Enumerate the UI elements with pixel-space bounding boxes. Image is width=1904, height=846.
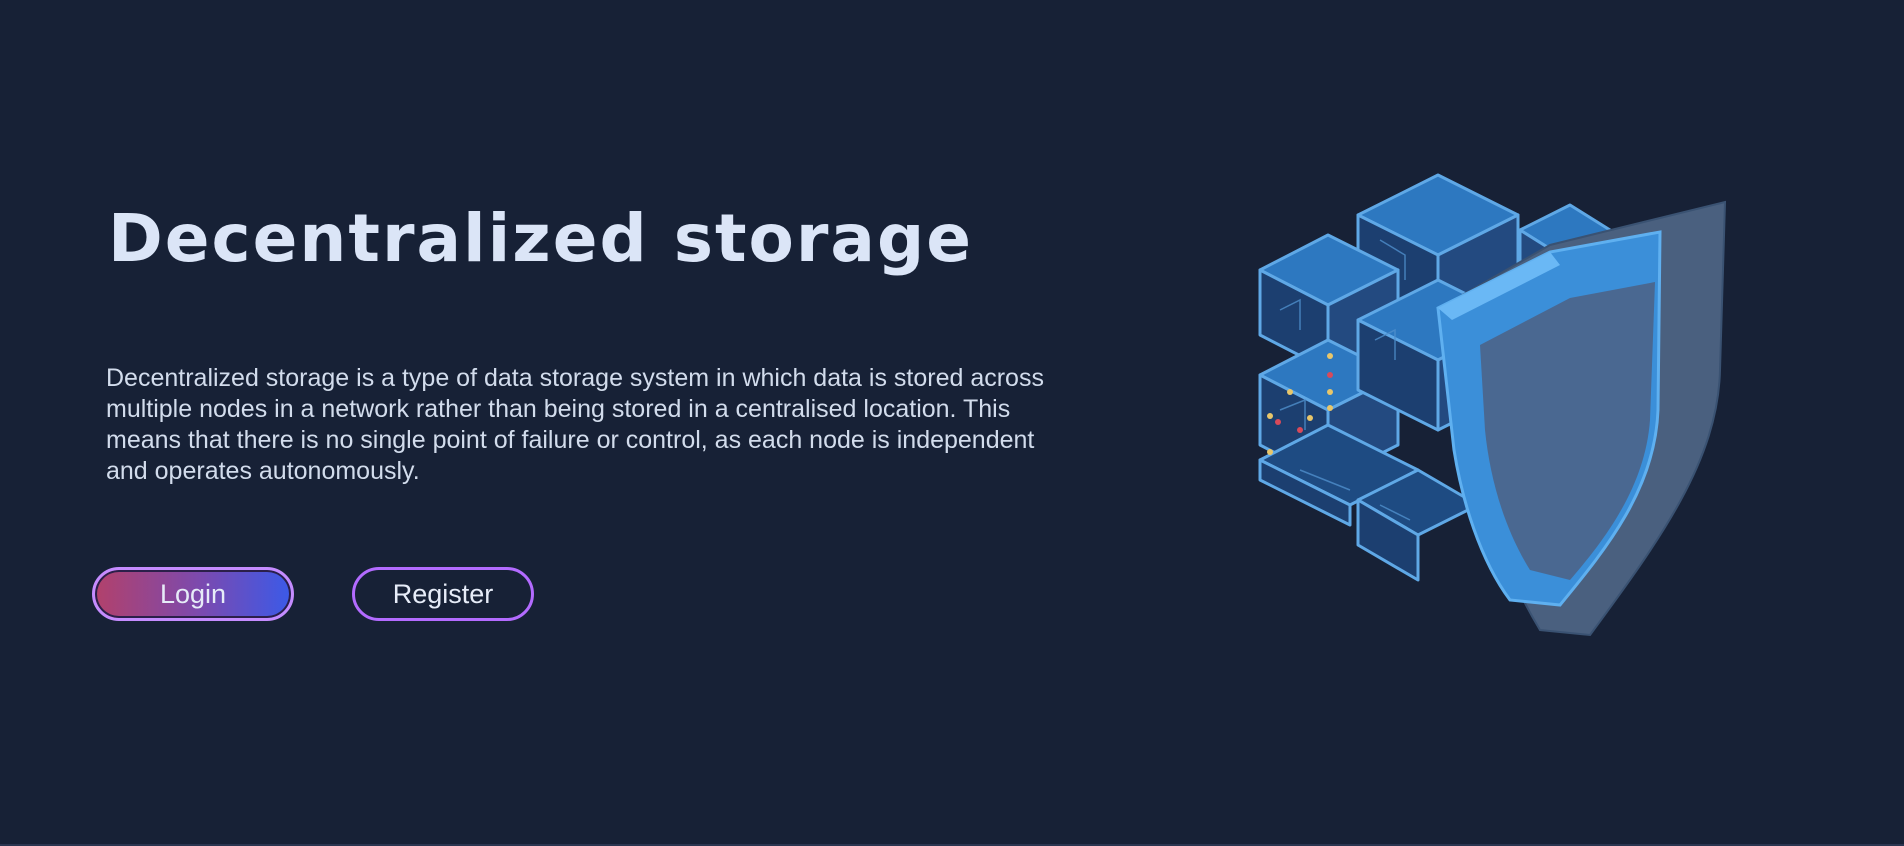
hero-description: Decentralized storage is a type of data … <box>106 364 1044 485</box>
login-button[interactable]: Login <box>92 567 294 621</box>
server-cube-with-shield-icon <box>1258 173 1727 637</box>
hero-title: Decentralized storage <box>108 200 973 277</box>
shield-icon <box>1436 200 1727 637</box>
register-button[interactable]: Register <box>352 567 534 621</box>
circuit-lines <box>1279 239 1411 521</box>
status-lights <box>1267 353 1333 455</box>
bottom-divider <box>0 844 1904 846</box>
